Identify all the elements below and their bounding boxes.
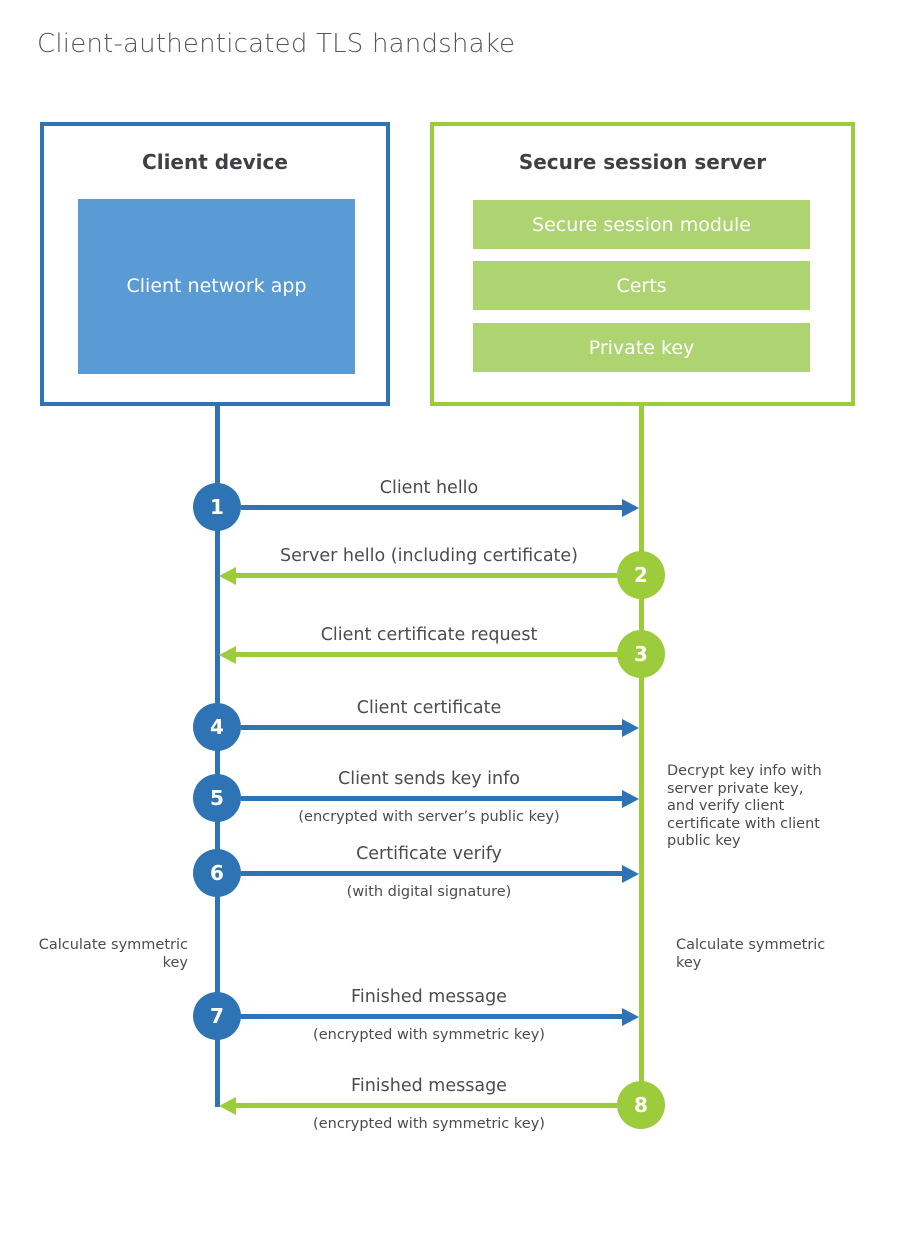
step-number: 2 [634,563,648,587]
client-lifeline [215,406,220,1107]
client-network-app-block: Client network app [78,199,355,374]
calculate-symmetric-key-server: Calculate symmetric key [676,937,826,971]
message-arrow [241,1007,639,1026]
private-key-block: Private key [473,323,810,372]
message-arrow [241,864,639,883]
message-label: Client sends key info [337,769,520,789]
step-number: 6 [210,861,224,885]
message-sublabel: (encrypted with symmetric key) [313,1116,545,1132]
step-number-badge: 6 [193,849,241,897]
server-lifeline [639,406,644,1106]
secure-session-server-title: Secure session server [518,150,767,174]
message-arrow [219,1096,617,1115]
step-number-badge: 5 [193,774,241,822]
step-number-badge: 8 [617,1081,665,1129]
step-number-badge: 1 [193,483,241,531]
step-number: 1 [210,495,224,519]
step-number-badge: 2 [617,551,665,599]
message-label: Client hello [379,478,479,498]
message-sublabel: (encrypted with server’s public key) [298,809,560,825]
client-device-title: Client device [142,150,288,174]
message-arrow [241,718,639,737]
client-network-app-label: Client network app [126,274,307,297]
message-label: Server hello (including certificate) [279,546,579,566]
message-label: Client certificate request [320,625,538,645]
message-sublabel: (encrypted with symmetric key) [313,1027,545,1043]
calculate-symmetric-key-client: Calculate symmetric key [38,937,188,971]
step-number: 7 [210,1004,224,1028]
step-number: 4 [210,715,224,739]
message-sublabel: (with digital signature) [346,884,512,900]
certs-block: Certs [473,261,810,310]
message-label: Client certificate [356,698,502,718]
message-label: Finished message [351,987,507,1007]
step-number: 3 [634,642,648,666]
secure-session-server-box: Secure session server Secure session mod… [430,122,855,406]
message-label: Finished message [351,1076,507,1096]
message-arrow [219,566,617,585]
decrypt-key-note: Decrypt key info with server private key… [667,763,822,849]
step-number-badge: 3 [617,630,665,678]
step-number: 8 [634,1093,648,1117]
secure-session-module-block: Secure session module [473,200,810,249]
client-device-box: Client device Client network app [40,122,390,406]
message-arrow [241,498,639,517]
message-arrow [219,645,617,664]
page-title: Client-authenticated TLS handshake [37,29,516,59]
step-number: 5 [210,786,224,810]
message-label: Certificate verify [356,844,502,864]
message-arrow [241,789,639,808]
step-number-badge: 7 [193,992,241,1040]
step-number-badge: 4 [193,703,241,751]
